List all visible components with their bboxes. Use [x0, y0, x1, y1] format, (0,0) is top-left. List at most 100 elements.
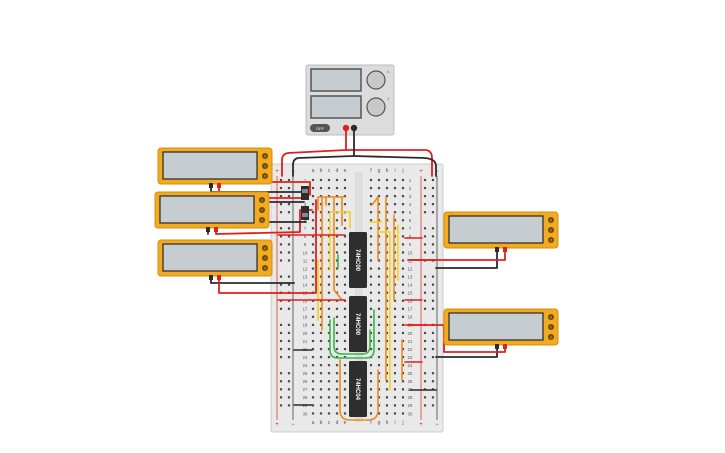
breadboard-hole[interactable]: [311, 356, 315, 359]
breadboard-hole[interactable]: [327, 364, 331, 367]
breadboard-hole[interactable]: [431, 404, 435, 407]
breadboard-hole[interactable]: [393, 372, 397, 375]
breadboard-hole[interactable]: [431, 307, 435, 310]
breadboard-hole[interactable]: [393, 364, 397, 367]
breadboard-hole[interactable]: [385, 243, 389, 246]
breadboard-hole[interactable]: [385, 291, 389, 294]
mode-button-a[interactable]: [259, 197, 265, 203]
breadboard-hole[interactable]: [335, 235, 339, 238]
breadboard-hole[interactable]: [279, 259, 283, 262]
breadboard-hole[interactable]: [319, 339, 323, 343]
breadboard-hole[interactable]: [385, 307, 389, 310]
breadboard-hole[interactable]: [431, 380, 435, 383]
breadboard-hole[interactable]: [327, 347, 331, 351]
breadboard-hole[interactable]: [401, 186, 405, 190]
mode-button-ohm[interactable]: [548, 237, 554, 243]
breadboard-hole[interactable]: [343, 235, 347, 238]
breadboard-hole[interactable]: [343, 178, 347, 182]
breadboard-hole[interactable]: [423, 307, 427, 310]
breadboard-hole[interactable]: [393, 347, 397, 351]
breadboard-hole[interactable]: [385, 186, 389, 190]
breadboard-hole[interactable]: [335, 243, 339, 246]
breadboard-hole[interactable]: [335, 331, 339, 335]
breadboard-hole[interactable]: [423, 396, 427, 399]
breadboard-hole[interactable]: [319, 267, 323, 270]
breadboard-hole[interactable]: [369, 227, 373, 230]
breadboard-hole[interactable]: [279, 251, 283, 254]
green-wire[interactable]: [333, 317, 371, 355]
breadboard-hole[interactable]: [327, 275, 331, 278]
multimeter-4[interactable]: A V Ω: [443, 211, 559, 252]
breadboard-hole[interactable]: [279, 380, 283, 383]
breadboard-hole[interactable]: [327, 388, 331, 391]
breadboard-hole[interactable]: [311, 283, 315, 286]
breadboard-hole[interactable]: [385, 251, 389, 254]
breadboard-hole[interactable]: [319, 211, 323, 214]
breadboard-hole[interactable]: [393, 267, 397, 270]
breadboard-hole[interactable]: [423, 380, 427, 383]
breadboard-hole[interactable]: [287, 243, 291, 246]
breadboard-hole[interactable]: [377, 315, 381, 318]
breadboard-hole[interactable]: [431, 235, 435, 238]
breadboard-hole[interactable]: [377, 404, 381, 407]
mode-button-a[interactable]: [262, 245, 268, 251]
breadboard-hole[interactable]: [377, 323, 381, 326]
breadboard-hole[interactable]: [335, 267, 339, 270]
breadboard-hole[interactable]: [327, 235, 331, 238]
breadboard-hole[interactable]: [385, 380, 389, 383]
orange-wire[interactable]: [333, 196, 343, 301]
breadboard-hole[interactable]: [311, 331, 315, 335]
breadboard-hole[interactable]: [431, 291, 435, 294]
breadboard-hole[interactable]: [311, 186, 315, 190]
orange-wire[interactable]: [317, 196, 346, 226]
breadboard-hole[interactable]: [385, 227, 389, 230]
black-probe-wire[interactable]: [435, 344, 498, 358]
breadboard-hole[interactable]: [319, 203, 323, 206]
breadboard-hole[interactable]: [343, 404, 347, 407]
breadboard-hole[interactable]: [319, 186, 323, 190]
breadboard-hole[interactable]: [385, 219, 389, 222]
breadboard-hole[interactable]: [319, 275, 323, 278]
breadboard-hole[interactable]: [401, 243, 405, 246]
breadboard-hole[interactable]: [319, 243, 323, 246]
breadboard-hole[interactable]: [401, 299, 405, 302]
breadboard-hole[interactable]: [287, 323, 291, 326]
mode-button-ohm[interactable]: [262, 265, 268, 271]
breadboard-hole[interactable]: [343, 259, 347, 262]
breadboard-hole[interactable]: [377, 243, 381, 246]
breadboard-hole[interactable]: [335, 307, 339, 310]
breadboard-hole[interactable]: [423, 291, 427, 294]
breadboard-hole[interactable]: [327, 251, 331, 254]
breadboard-hole[interactable]: [319, 380, 323, 383]
breadboard-hole[interactable]: [377, 291, 381, 294]
breadboard-hole[interactable]: [377, 227, 381, 230]
breadboard-hole[interactable]: [385, 259, 389, 262]
breadboard-hole[interactable]: [423, 356, 427, 359]
breadboard-hole[interactable]: [311, 235, 315, 238]
breadboard-hole[interactable]: [319, 388, 323, 391]
black-power-wire[interactable]: [292, 130, 355, 177]
breadboard-hole[interactable]: [327, 315, 331, 318]
breadboard-hole[interactable]: [431, 299, 435, 302]
breadboard-hole[interactable]: [279, 323, 283, 326]
breadboard-hole[interactable]: [369, 243, 373, 246]
breadboard-hole[interactable]: [327, 283, 331, 286]
breadboard-hole[interactable]: [279, 307, 283, 310]
breadboard-hole[interactable]: [279, 235, 283, 238]
red-power-wire[interactable]: [345, 149, 433, 177]
chip-1[interactable]: 74HC00: [349, 232, 367, 288]
breadboard-hole[interactable]: [311, 339, 315, 343]
breadboard-hole[interactable]: [335, 275, 339, 278]
breadboard-hole[interactable]: [401, 372, 405, 375]
green-wire[interactable]: [329, 309, 375, 359]
breadboard-hole[interactable]: [319, 307, 323, 310]
breadboard-hole[interactable]: [369, 178, 373, 182]
breadboard-hole[interactable]: [377, 347, 381, 351]
breadboard-hole[interactable]: [369, 412, 373, 415]
breadboard-hole[interactable]: [423, 243, 427, 246]
breadboard-hole[interactable]: [401, 259, 405, 262]
breadboard-hole[interactable]: [393, 331, 397, 335]
yellow-wire[interactable]: [377, 224, 399, 391]
breadboard-hole[interactable]: [431, 283, 435, 286]
breadboard-hole[interactable]: [327, 331, 331, 335]
